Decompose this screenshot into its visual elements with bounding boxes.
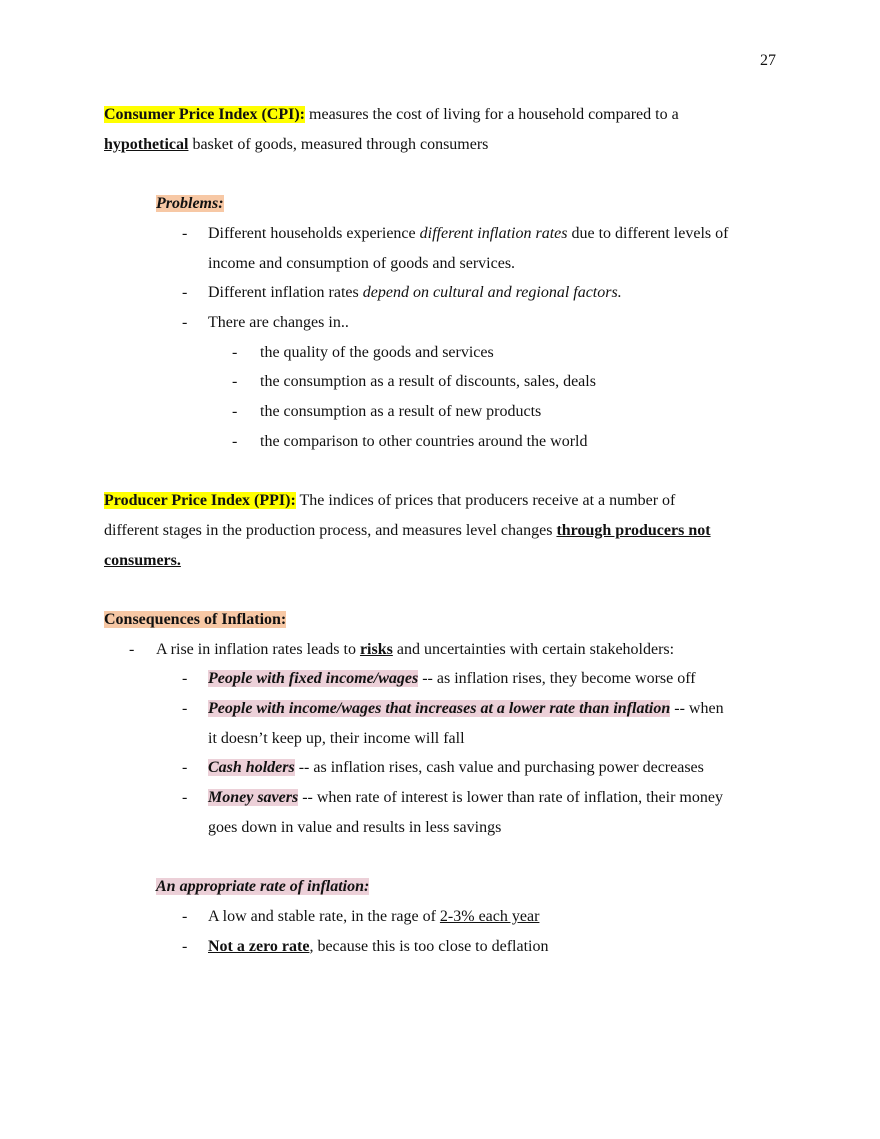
- stakeholder-item: - Money savers -- when rate of interest i…: [104, 783, 784, 813]
- bullet-dash: -: [182, 789, 188, 807]
- ppi-emph: through producers not: [556, 521, 711, 539]
- stakeholder-item: - People with fixed income/wages -- as in…: [104, 664, 784, 694]
- appropriate-heading: An appropriate rate of inflation:: [156, 878, 370, 896]
- appropriate-heading-line: An appropriate rate of inflation:: [104, 872, 784, 902]
- cpi-definition-line-2: hypothetical basket of goods, measured t…: [104, 130, 784, 160]
- appropriate-text: A low and stable rate, in the rage of: [208, 907, 440, 925]
- cpi-definition-line-1: Consumer Price Index (CPI): measures the…: [104, 100, 784, 130]
- cpi-term: Consumer Price Index (CPI):: [104, 106, 306, 123]
- problem-item: - Different households experience differe…: [104, 219, 784, 249]
- stakeholder-text: -- when rate of interest is lower than r…: [298, 789, 723, 807]
- intro-text: A rise in inflation rates leads to: [156, 640, 360, 658]
- stakeholder-label: People with income/wages that increases …: [208, 700, 671, 718]
- stakeholder-label: Cash holders: [208, 759, 295, 777]
- subitem-text: the consumption as a result of discounts…: [260, 373, 596, 391]
- consequences-heading: Consequences of Inflation:: [104, 610, 287, 628]
- subitem-text: the quality of the goods and services: [260, 343, 494, 361]
- problem-text: There are changes in..: [208, 313, 349, 331]
- bullet-dash: -: [182, 937, 188, 955]
- problems-heading-line: Problems:: [104, 189, 784, 219]
- stakeholder-item-continued: goes down in value and results in less s…: [208, 818, 502, 836]
- bullet-dash: -: [182, 759, 188, 777]
- ppi-definition-line-2: different stages in the production proce…: [104, 516, 784, 546]
- bullet-dash: -: [182, 224, 188, 242]
- bullet-dash: -: [232, 403, 238, 421]
- bullet-dash: -: [182, 313, 188, 331]
- problem-subitem: - the quality of the goods and services: [104, 338, 784, 368]
- consequences-heading-line: Consequences of Inflation:: [104, 605, 784, 635]
- problem-text: Different inflation rates: [208, 284, 363, 302]
- appropriate-emph: Not a zero rate: [208, 937, 310, 955]
- problem-subitem: - the comparison to other countries aroun…: [104, 427, 784, 457]
- document-body: Consumer Price Index (CPI): measures the…: [104, 100, 784, 961]
- stakeholder-item-continued: it doesn’t keep up, their income will fa…: [208, 729, 465, 747]
- subitem-text: the comparison to other countries around…: [260, 432, 588, 450]
- appropriate-item: - Not a zero rate, because this is too cl…: [104, 932, 784, 962]
- appropriate-emph: 2-3% each year: [439, 907, 540, 925]
- appropriate-item: - A low and stable rate, in the rage of 2…: [104, 902, 784, 932]
- cpi-emph: hypothetical: [104, 135, 189, 153]
- cpi-def-part1: measures the cost of living for a househ…: [305, 106, 679, 123]
- bullet-dash: -: [232, 343, 238, 361]
- problem-subitem: - the consumption as a result of new prod…: [104, 397, 784, 427]
- stakeholder-item: - Cash holders -- as inflation rises, cas…: [104, 753, 784, 783]
- stakeholder-label: Money savers: [208, 789, 299, 807]
- ppi-text: The indices of prices that producers rec…: [295, 492, 676, 510]
- bullet-dash: -: [232, 373, 238, 391]
- problem-text: Different households experience: [208, 224, 420, 242]
- appropriate-text: , because this is too close to deflation: [309, 937, 549, 955]
- bullet-dash: -: [232, 432, 238, 450]
- problem-text: due to different levels of: [567, 224, 729, 242]
- bullet-dash: -: [182, 700, 188, 718]
- stakeholder-text: -- as inflation rises, cash value and pu…: [294, 759, 704, 777]
- stakeholder-text: -- as inflation rises, they become worse…: [418, 670, 696, 688]
- stakeholder-label: People with fixed income/wages: [208, 670, 419, 688]
- ppi-definition-line-1: Producer Price Index (PPI): The indices …: [104, 486, 784, 516]
- problem-item: - Different inflation rates depend on cul…: [104, 278, 784, 308]
- problem-subitem: - the consumption as a result of discount…: [104, 367, 784, 397]
- intro-emph: risks: [359, 640, 393, 658]
- bullet-dash: -: [182, 284, 188, 302]
- ppi-term: Producer Price Index (PPI):: [104, 492, 296, 510]
- problem-item: - There are changes in..: [104, 308, 784, 338]
- consequences-intro: - A rise in inflation rates leads to risk…: [104, 635, 784, 665]
- page-number: 27: [760, 52, 776, 69]
- problems-heading: Problems:: [156, 195, 224, 213]
- problem-emph: depend on cultural and regional factors.: [362, 284, 622, 302]
- stakeholder-text: -- when: [670, 700, 724, 718]
- bullet-dash: -: [182, 670, 188, 688]
- subitem-text: the consumption as a result of new produ…: [260, 403, 542, 421]
- bullet-dash: -: [182, 907, 188, 925]
- bullet-dash: -: [129, 640, 135, 658]
- ppi-emph: consumers.: [104, 551, 181, 569]
- ppi-definition-line-3: consumers.: [104, 546, 784, 576]
- intro-text: and uncertainties with certain stakehold…: [392, 640, 675, 658]
- stakeholder-item: - People with income/wages that increases…: [104, 694, 784, 724]
- ppi-text: different stages in the production proce…: [104, 521, 557, 539]
- cpi-def-part2: basket of goods, measured through consum…: [188, 135, 489, 153]
- problem-emph: different inflation rates: [419, 224, 568, 242]
- problem-item-continued: income and consumption of goods and serv…: [208, 254, 516, 272]
